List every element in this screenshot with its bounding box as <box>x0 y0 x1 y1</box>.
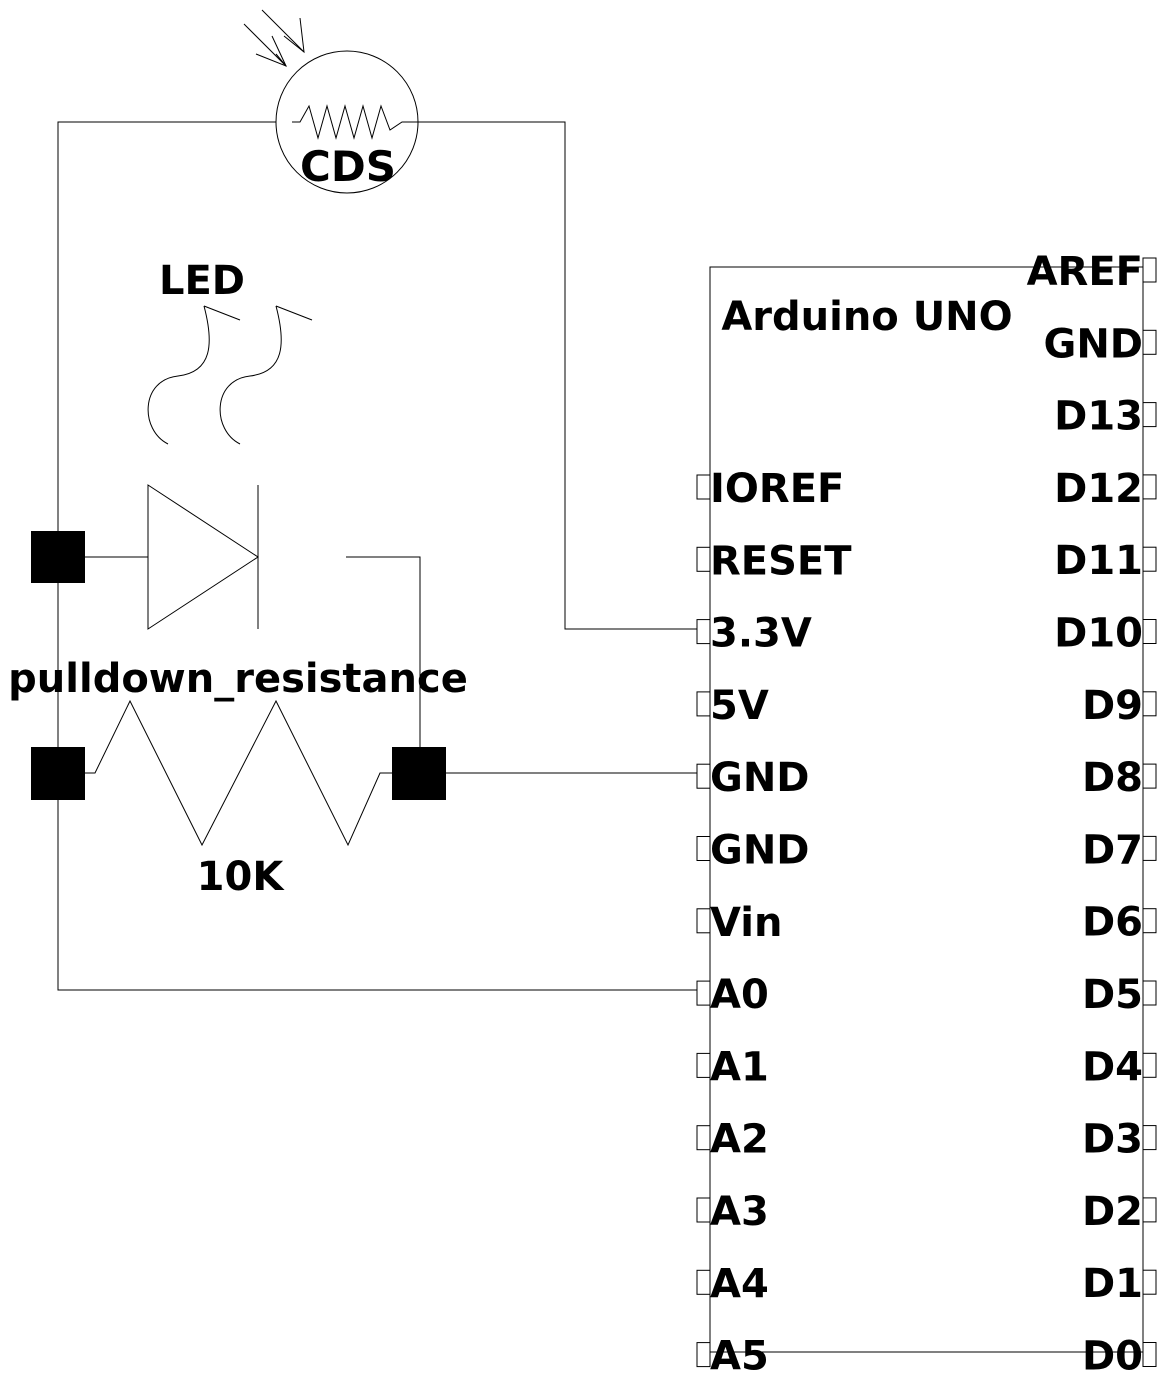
cds-resistor-zigzag <box>292 104 420 140</box>
arduino-title: Arduino UNO <box>721 294 1012 340</box>
right-pin-connector <box>1142 257 1157 283</box>
pad-top-left <box>31 531 85 583</box>
diode-triangle <box>147 484 259 630</box>
left-pin-connector <box>696 546 711 572</box>
right-pin-connector <box>1142 1197 1157 1223</box>
right-pin-label: D13 <box>1054 394 1143 440</box>
led-label: LED <box>159 258 245 304</box>
right-pin-label: D12 <box>1054 466 1143 512</box>
right-pin-label: D11 <box>1054 538 1143 584</box>
right-pin-connector <box>1142 619 1157 644</box>
right-pin-label: D3 <box>1082 1117 1143 1163</box>
right-pin-label: GND <box>1043 321 1143 367</box>
right-pin-connector <box>1142 908 1157 934</box>
left-pin-label: IOREF <box>710 466 844 512</box>
resistor-zigzag <box>85 699 392 847</box>
led: LED <box>147 258 313 630</box>
left-pin-label: 5V <box>710 683 769 729</box>
right-pin-connector <box>1142 1269 1157 1295</box>
wires <box>57 121 710 991</box>
right-pin-connector <box>1142 1125 1157 1151</box>
left-pin-connector <box>696 1342 711 1368</box>
right-pin-label: D9 <box>1082 683 1143 729</box>
right-pin-connector <box>1142 763 1157 789</box>
left-pin-label: A1 <box>710 1044 769 1090</box>
wire-led-to-resistor <box>346 556 421 747</box>
right-pin-connector <box>1142 1342 1157 1367</box>
left-pin-connector <box>696 1125 711 1151</box>
left-pin-connector <box>696 1052 711 1078</box>
pad-bottom-right <box>392 747 446 800</box>
left-pin-label: A0 <box>710 972 769 1018</box>
right-pin-connector <box>1142 691 1157 717</box>
left-pin-label: A5 <box>710 1334 769 1380</box>
left-pin-connector <box>696 474 711 500</box>
right-pin-label: D10 <box>1054 611 1143 657</box>
resistor-name-label: pulldown_resistance <box>8 656 468 702</box>
left-pin-label: A3 <box>710 1189 769 1235</box>
left-pin-label: Vin <box>710 900 782 946</box>
cds-label: CDS <box>300 142 396 191</box>
left-pin-connector <box>696 908 711 934</box>
left-pin-connector <box>696 1197 711 1223</box>
right-pin-label: D7 <box>1082 827 1143 873</box>
pad-bottom-left <box>31 747 85 800</box>
right-pin-label: D1 <box>1082 1261 1143 1307</box>
right-pin-label: D6 <box>1082 900 1143 946</box>
left-pin-label: GND <box>710 755 810 801</box>
left-pin-connector <box>696 691 711 717</box>
right-pin-label: D5 <box>1082 972 1143 1018</box>
right-pin-connector <box>1142 835 1157 861</box>
right-pin-label: D0 <box>1082 1334 1143 1380</box>
left-pin-connector <box>696 619 711 645</box>
light-emission-icon <box>147 305 313 445</box>
left-pin-label: GND <box>710 828 810 874</box>
right-pin-connector <box>1142 546 1157 572</box>
left-pin-label: A4 <box>710 1261 769 1307</box>
right-pin-label: D4 <box>1082 1044 1143 1090</box>
light-arrows-icon <box>243 9 305 67</box>
wire-cds-left <box>57 121 276 531</box>
right-pin-connector <box>1142 402 1157 428</box>
left-pin-label: RESET <box>710 538 852 584</box>
cds-photoresistor: CDS <box>243 9 420 194</box>
pulldown-resistor: pulldown_resistance 10K <box>8 656 468 900</box>
left-pin-connector <box>696 1269 711 1295</box>
right-pin-label: AREF <box>1027 249 1143 295</box>
wire-to-a0 <box>57 800 710 991</box>
resistor-value-label: 10K <box>197 854 286 900</box>
wire-cds-right <box>420 121 710 630</box>
right-pin-label: D2 <box>1082 1189 1143 1235</box>
arduino-uno: Arduino UNO IOREFRESET3.3V5VGNDGNDVinA0A… <box>696 249 1157 1380</box>
right-pin-connector <box>1142 1052 1157 1078</box>
left-pin-connector <box>696 763 711 789</box>
left-pin-connector <box>696 836 711 861</box>
left-pin-label: 3.3V <box>710 611 812 657</box>
left-pin-connector <box>696 980 711 1006</box>
arduino-body <box>709 266 1144 1353</box>
right-pin-label: D8 <box>1082 755 1143 801</box>
left-pin-label: A2 <box>710 1117 769 1163</box>
right-pin-connector <box>1142 474 1157 500</box>
right-pin-connector <box>1142 980 1157 1006</box>
right-pin-connector <box>1142 329 1157 355</box>
